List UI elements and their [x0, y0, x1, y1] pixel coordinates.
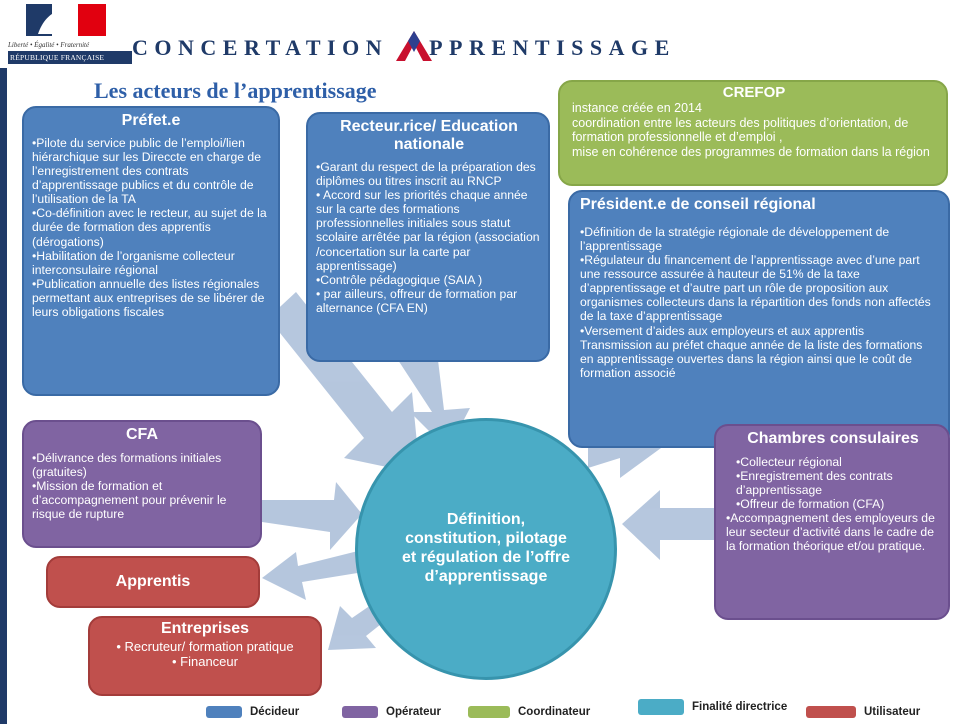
legend-label: Décideur — [250, 706, 300, 718]
page-subtitle: Les acteurs de l’apprentissage — [94, 78, 377, 103]
entreprises-box: Entreprises • Recruteur/ formation prati… — [88, 616, 322, 696]
crefop-line: instance créée en 2014 — [572, 101, 702, 116]
prefet-line: •Co-définition avec le recteur, au sujet… — [32, 206, 267, 249]
legend-utilisateur: Utilisateur — [806, 703, 920, 721]
legend-label: Finalité directrice — [692, 701, 788, 713]
entreprises-title: Entreprises — [160, 620, 250, 637]
legend-label: Coordinateur — [518, 706, 591, 718]
legend-swatch — [638, 699, 684, 715]
prefet-line: •Pilote du service public de l’emploi/li… — [32, 135, 261, 207]
republic-label: RÉPUBLIQUE FRANÇAISE — [8, 51, 132, 64]
cfa-title: CFA — [126, 426, 158, 443]
prefet-line: •Publication annuelle des listes régiona… — [32, 276, 265, 320]
prefet-box: Préfet.e •Pilote du service public de l’… — [22, 106, 280, 396]
banner-title: CONCERTATION PPRENTISSAGE — [132, 31, 676, 62]
crefop-box: CREFOP instance créée en 2014 coordinati… — [558, 80, 948, 186]
recteur-line: •Contrôle pédagogique (SAIA ) — [316, 272, 483, 287]
prefet-line: •Habilitation de l’organisme collecteur … — [32, 248, 235, 277]
tricolor-flag-icon — [26, 4, 106, 36]
legend-operateur: Opérateur — [342, 703, 441, 721]
legend-swatch — [468, 706, 510, 718]
president-title: Président.e de conseil régional — [580, 196, 816, 213]
crefop-title: CREFOP — [722, 84, 786, 101]
cfa-line: •Mission de formation et d’accompagnemen… — [32, 478, 227, 522]
arrow-apprentis — [262, 548, 376, 600]
recteur-box: Recteur.rice/ Education nationale •Garan… — [306, 112, 550, 362]
legend-swatch — [342, 706, 378, 718]
banner-word-2: PPRENTISSAGE — [429, 35, 676, 60]
president-line: •Définition de la stratégie régionale de… — [580, 224, 890, 253]
marianne-logo: Liberté • Égalité • Fraternité RÉPUBLIQU… — [8, 4, 132, 70]
chambres-box: Chambres consulaires •Collecteur régiona… — [714, 424, 950, 620]
legend-coordinateur: Coordinateur — [468, 703, 590, 721]
arrow-chambres — [622, 490, 716, 560]
chambres-line: •Accompagnement des employeurs de leur s… — [726, 511, 935, 554]
chambres-line: •Enregistrement des contrats d’apprentis… — [736, 468, 893, 497]
apprentis-title: Apprentis — [115, 572, 191, 590]
center-text: Définition, constitution, pilotage et ré… — [401, 511, 570, 585]
legend-swatch — [806, 706, 856, 718]
a-logo-icon — [396, 31, 433, 61]
entreprises-line: • Financeur — [172, 653, 238, 669]
president-box: Président.e de conseil régional •Définit… — [568, 190, 950, 448]
legend-decideur: Décideur — [206, 703, 299, 721]
crefop-line: mise en cohérence des programmes de form… — [572, 144, 930, 159]
chambres-line: •Collecteur régional — [736, 454, 842, 469]
cfa-line: •Délivrance des formations initiales (gr… — [32, 450, 222, 479]
legend-label: Opérateur — [386, 706, 441, 718]
crefop-line: coordination entre les acteurs des polit… — [572, 115, 909, 145]
president-line: •Versement d’aides aux employeurs et aux… — [580, 323, 923, 380]
apprentis-box: Apprentis — [46, 556, 260, 608]
entreprises-line: • Recruteur/ formation pratique — [116, 638, 294, 654]
legend-label: Utilisateur — [864, 706, 921, 718]
banner-word-1: CONCERTATION — [132, 35, 389, 60]
recteur-line: •Garant du respect de la préparation des… — [316, 159, 536, 188]
cfa-box: CFA •Délivrance des formations initiales… — [22, 420, 262, 548]
center-circle: Définition, constitution, pilotage et ré… — [355, 418, 617, 680]
legend-finalite: Finalité directrice — [638, 698, 787, 716]
recteur-line: • par ailleurs, offreur de formation par… — [316, 287, 518, 316]
arrow-cfa — [262, 482, 362, 550]
president-line: •Régulateur du financement de l’apprenti… — [580, 252, 931, 324]
republic-motto: Liberté • Égalité • Fraternité — [8, 41, 90, 49]
chambres-title: Chambres consulaires — [747, 430, 919, 447]
left-accent-bar — [0, 68, 7, 724]
recteur-line: • Accord sur les priorités chaque année … — [316, 188, 540, 273]
legend-swatch — [206, 706, 242, 718]
prefet-title: Préfet.e — [121, 112, 181, 129]
chambres-line: •Offreur de formation (CFA) — [736, 496, 885, 511]
recteur-title: Recteur.rice/ Education nationale — [340, 118, 518, 154]
